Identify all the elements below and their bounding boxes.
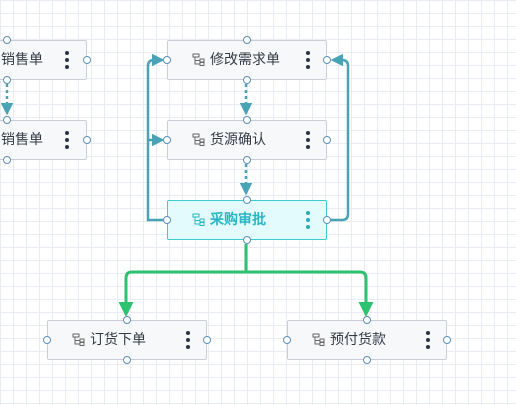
port-top[interactable]	[243, 36, 251, 44]
port-top[interactable]	[243, 196, 251, 204]
port-top[interactable]	[3, 36, 11, 44]
node-label: 预付货款	[330, 332, 386, 348]
edge-approve-to-prepay[interactable]	[246, 270, 374, 317]
edge-approve-to-order[interactable]	[118, 244, 248, 317]
more-vertical-icon[interactable]	[304, 211, 312, 229]
node-source-confirm[interactable]: 货源确认	[167, 120, 327, 160]
edge-approve-to-modify-left[interactable]	[146, 53, 165, 222]
port-bottom[interactable]	[3, 156, 11, 164]
node-purchase-approval[interactable]: 采购审批	[167, 200, 327, 240]
port-right[interactable]	[83, 56, 91, 64]
node-modify-demand[interactable]: 修改需求单	[167, 40, 327, 80]
edge-approve-to-modify-right[interactable]	[330, 53, 350, 222]
node-prepayment[interactable]: 预付货款	[287, 320, 447, 360]
port-bottom[interactable]	[243, 76, 251, 84]
more-vertical-icon[interactable]	[304, 131, 312, 149]
node-order-placement[interactable]: 订货下单	[47, 320, 207, 360]
more-vertical-icon[interactable]	[424, 331, 432, 349]
more-vertical-icon[interactable]	[63, 131, 71, 149]
port-top[interactable]	[243, 116, 251, 124]
port-top[interactable]	[363, 316, 371, 324]
port-right[interactable]	[203, 336, 211, 344]
port-right[interactable]	[323, 216, 331, 224]
port-bottom[interactable]	[363, 356, 371, 364]
flow-node-icon	[192, 213, 205, 226]
more-vertical-icon[interactable]	[63, 51, 71, 69]
node-sales-order-bottom[interactable]: 销售单	[0, 120, 87, 160]
more-vertical-icon[interactable]	[184, 331, 192, 349]
node-sales-order-top[interactable]: 销售单	[0, 40, 87, 80]
flow-node-icon	[192, 53, 205, 66]
port-right[interactable]	[83, 136, 91, 144]
flow-node-icon	[72, 333, 85, 346]
node-label: 订货下单	[90, 332, 146, 348]
node-label: 销售单	[1, 52, 43, 68]
port-bottom[interactable]	[3, 76, 11, 84]
port-right[interactable]	[323, 136, 331, 144]
node-label: 销售单	[1, 132, 43, 148]
port-bottom[interactable]	[243, 156, 251, 164]
port-left[interactable]	[163, 216, 171, 224]
port-right[interactable]	[443, 336, 451, 344]
port-left[interactable]	[163, 136, 171, 144]
flow-node-icon	[192, 133, 205, 146]
port-top[interactable]	[123, 316, 131, 324]
node-label: 货源确认	[210, 132, 266, 148]
node-label: 采购审批	[210, 212, 266, 228]
port-top[interactable]	[3, 116, 11, 124]
port-left[interactable]	[43, 336, 51, 344]
more-vertical-icon[interactable]	[304, 51, 312, 69]
port-bottom[interactable]	[123, 356, 131, 364]
node-label: 修改需求单	[210, 52, 280, 68]
port-right[interactable]	[323, 56, 331, 64]
port-left[interactable]	[163, 56, 171, 64]
flow-node-icon	[312, 333, 325, 346]
port-left[interactable]	[283, 336, 291, 344]
port-bottom[interactable]	[243, 236, 251, 244]
